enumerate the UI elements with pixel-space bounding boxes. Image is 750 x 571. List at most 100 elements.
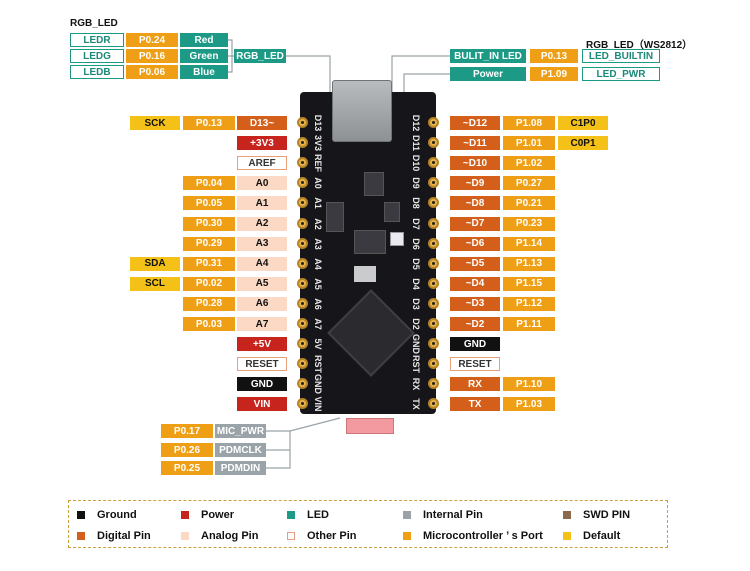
legend-swatch [181, 532, 189, 540]
right-port-7: P1.13 [503, 256, 555, 271]
left-pad-2 [297, 157, 308, 169]
rgb-led-port-b: P0.06 [126, 65, 178, 79]
right-port-4: P0.21 [503, 196, 555, 211]
right-pin-8: ~D4 [450, 276, 500, 291]
legend-label: Power [201, 509, 235, 521]
right-pad-11 [428, 338, 439, 350]
ic-small-3 [326, 202, 344, 232]
left-port-9: P0.28 [183, 296, 235, 311]
left-pin-9: A6 [237, 296, 287, 311]
right-pin-11: GND [450, 337, 500, 352]
mic-name-0: MIC_PWR [215, 424, 266, 438]
right-func-0: C1P0 [558, 116, 608, 130]
legend-item-led: LED [287, 509, 329, 521]
right-func-1: C0P1 [558, 136, 608, 151]
right-port-3: P0.27 [503, 176, 555, 191]
right-port-9: P1.12 [503, 296, 555, 311]
legend-item-power: Power [181, 509, 234, 521]
left-func-8: SCL [130, 276, 180, 291]
board-pcb [300, 80, 436, 434]
ws-led-label-builtin: LED_BUILTIN [582, 49, 660, 63]
left-pin-2: AREF [237, 156, 287, 171]
right-pad-0 [428, 117, 439, 128]
mic-port-0: P0.17 [161, 424, 213, 438]
legend-item-digital: Digital Pin [77, 530, 151, 542]
mcu-chip [327, 289, 415, 377]
left-pin-4: A1 [237, 196, 287, 211]
right-silk-11: GND [411, 334, 421, 355]
right-silk-4: D8 [411, 197, 421, 210]
right-pin-13: RX [450, 377, 500, 392]
right-port-5: P0.23 [503, 216, 555, 231]
right-pin-14: TX [450, 397, 500, 412]
rgb-led-component [390, 232, 404, 246]
left-pin-5: A2 [237, 216, 287, 231]
ic-small-1 [354, 230, 386, 254]
legend-swatch [563, 532, 571, 540]
left-pad-5 [297, 217, 308, 229]
legend-label: Microcontroller ’ s Port [423, 530, 543, 542]
legend-swatch [287, 511, 295, 519]
right-pad-4 [428, 197, 439, 209]
right-port-1: P1.01 [503, 136, 555, 151]
left-silk-4: A1 [313, 197, 323, 210]
right-pad-10 [428, 318, 439, 329]
rgb-led-port-r: P0.24 [126, 33, 178, 47]
left-pad-14 [297, 398, 308, 410]
left-silk-11: 5V [313, 338, 323, 350]
legend-swatch [403, 511, 411, 519]
rgb-led-title: RGB_LED [70, 18, 118, 29]
right-silk-9: D3 [411, 298, 421, 310]
right-silk-0: D12 [411, 114, 421, 132]
legend-label: Default [583, 530, 621, 542]
right-silk-13: RX [411, 378, 421, 391]
left-pad-12 [297, 358, 308, 370]
legend-item-swd: SWD PIN [563, 509, 630, 521]
left-port-0: P0.13 [183, 116, 235, 130]
rgb-led-color-r: Red [180, 33, 228, 47]
right-pad-13 [428, 378, 439, 390]
left-port-5: P0.30 [183, 216, 235, 231]
legend-box: Ground Power LED Internal Pin SWD PIN Di… [68, 500, 668, 548]
rgb-led-port-g: P0.16 [126, 49, 178, 63]
rgb-led-color-g: Green [180, 49, 228, 63]
right-silk-14: TX [411, 398, 421, 411]
left-pin-0: D13~ [237, 116, 287, 130]
right-silk-1: D11 [411, 135, 421, 152]
left-port-3: P0.04 [183, 176, 235, 191]
left-pad-9 [297, 297, 308, 309]
legend-item-mcu-port: Microcontroller ’ s Port [403, 530, 543, 542]
right-pin-12: RESET [450, 357, 500, 372]
left-pin-14: VIN [237, 397, 287, 412]
mic-name-1: PDMCLK [215, 443, 266, 457]
left-pin-10: A7 [237, 317, 287, 331]
right-silk-2: D10 [411, 154, 421, 172]
right-port-2: P1.02 [503, 156, 555, 171]
legend-swatch [403, 532, 411, 540]
usb-connector [332, 80, 392, 142]
left-pad-13 [297, 378, 308, 390]
left-pin-8: A5 [237, 276, 287, 291]
right-port-10: P1.11 [503, 317, 555, 331]
legend-swatch [563, 511, 571, 519]
left-port-6: P0.29 [183, 236, 235, 251]
left-silk-10: A7 [313, 318, 323, 330]
left-pad-10 [297, 318, 308, 329]
legend-label: Ground [97, 509, 137, 521]
left-pad-0 [297, 117, 308, 128]
right-pad-12 [428, 358, 439, 370]
left-pin-12: RESET [237, 357, 287, 372]
rgb-led-color-b: Blue [180, 65, 228, 79]
left-pad-11 [297, 338, 308, 350]
legend-label: Digital Pin [97, 530, 151, 542]
left-pad-3 [297, 177, 308, 189]
left-pin-11: +5V [237, 337, 287, 352]
left-pad-4 [297, 197, 308, 209]
left-func-7: SDA [130, 256, 180, 271]
right-port-8: P1.15 [503, 276, 555, 291]
left-pad-6 [297, 237, 308, 249]
ic-small-2 [364, 172, 384, 196]
right-pin-2: ~D10 [450, 156, 500, 171]
legend-swatch [77, 532, 85, 540]
right-silk-7: D5 [411, 257, 421, 270]
